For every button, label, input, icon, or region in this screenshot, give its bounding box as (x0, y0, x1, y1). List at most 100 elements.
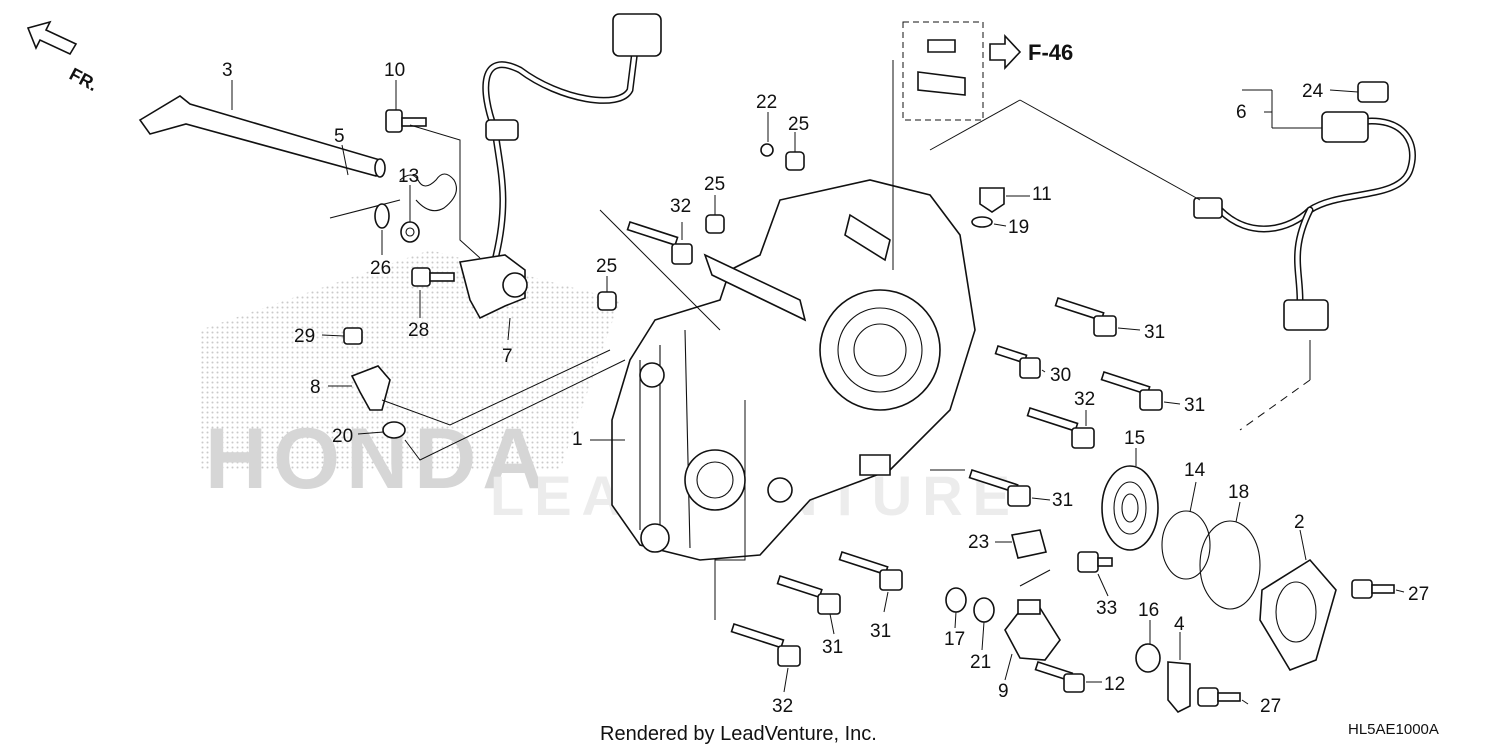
leader-lines (231, 60, 1405, 705)
harness-6-part (1193, 111, 1416, 331)
callout-25-middle: 25 (704, 174, 725, 195)
callout-27-lower: 27 (1260, 696, 1281, 717)
bolt-29-part (343, 327, 363, 345)
honda-watermark: HONDA (200, 250, 620, 507)
dowel-25-upper-part (785, 151, 805, 171)
callout-19: 19 (1008, 217, 1029, 238)
callout-25-lower: 25 (596, 256, 617, 277)
callout-23: 23 (968, 532, 989, 553)
circlip-14-part (1161, 510, 1211, 580)
reference-label: F-46 (1028, 40, 1073, 65)
callout-24: 24 (1302, 81, 1324, 102)
bolt-31-lower-left-part (776, 574, 841, 615)
front-direction-indicator: FR. (26, 20, 101, 95)
clip-23-part (1011, 529, 1047, 559)
callout-8: 8 (310, 377, 321, 398)
reference-bolt-icon (927, 39, 956, 53)
o-ring-21-part (973, 597, 995, 623)
reference-dashed-box (902, 21, 984, 121)
callout-33: 33 (1096, 598, 1117, 619)
callout-9: 9 (998, 681, 1009, 702)
callout-31-center: 31 (1052, 490, 1073, 511)
callout-10: 10 (384, 60, 405, 81)
bolt-31-right-middle-part (1100, 370, 1163, 411)
callout-32-right: 32 (1074, 389, 1095, 410)
callout-28: 28 (408, 320, 429, 341)
callout-32-lower: 32 (772, 696, 793, 717)
bolt-27-upper-part (1351, 579, 1395, 599)
footer-credit: Rendered by LeadVenture, Inc. (600, 723, 877, 745)
reference-bracket-icon (917, 71, 966, 96)
callout-29: 29 (294, 326, 315, 347)
callout-30: 30 (1050, 365, 1071, 386)
callout-1: 1 (572, 429, 583, 450)
return-spring-part (329, 173, 457, 219)
bolt-30-part (994, 344, 1041, 379)
callout-31-lower-left: 31 (822, 637, 843, 658)
callout-7: 7 (502, 346, 513, 367)
bolt-33-part (1077, 551, 1113, 573)
o-ring-19-part (971, 216, 993, 228)
callout-20: 20 (332, 426, 353, 447)
washer-13-part (400, 221, 420, 243)
circlip-26-part (374, 203, 390, 229)
callout-22: 22 (756, 92, 777, 113)
callout-16: 16 (1138, 600, 1159, 621)
callout-26: 26 (370, 258, 391, 279)
callout-31-middle: 31 (1184, 395, 1205, 416)
callout-12: 12 (1104, 674, 1125, 695)
dowel-25-lower-part (597, 291, 617, 311)
washer-22-part (760, 143, 774, 157)
callout-6: 6 (1236, 102, 1247, 123)
callout-18: 18 (1228, 482, 1249, 503)
plug-11-part (979, 187, 1005, 213)
reference-arrow-icon (989, 33, 1022, 71)
bolt-28-part (411, 267, 455, 287)
bolt-32-lower-part (730, 622, 801, 667)
bracket-4-part (1167, 661, 1191, 713)
transmission-case-part (611, 179, 976, 561)
shift-spindle-part (138, 95, 386, 178)
bolt-10-part (385, 109, 427, 133)
callout-11: 11 (1032, 184, 1052, 205)
callout-5: 5 (334, 126, 345, 147)
callout-4: 4 (1174, 614, 1185, 635)
callout-2: 2 (1294, 512, 1305, 533)
harness-6-lower-connector-icon (1283, 299, 1329, 331)
bolt-31-right-upper-part (1054, 296, 1117, 337)
callout-32-upper: 32 (670, 196, 691, 217)
bolt-31-center-part (968, 468, 1031, 507)
front-arrow-icon (26, 20, 78, 56)
case-lower-bore (684, 449, 746, 511)
sensor-7-connector-icon (612, 13, 662, 57)
diagram-code: HL5AE1000A (1348, 721, 1439, 738)
front-direction-label: FR. (66, 64, 101, 95)
callout-13: 13 (398, 166, 419, 187)
bolt-27-lower-part (1197, 687, 1241, 707)
bearing-15-part (1101, 465, 1159, 551)
clip-24-part (1357, 81, 1389, 103)
sensor-8-part (350, 365, 391, 411)
o-ring-18-part (1199, 520, 1261, 610)
gasket-2-part (1259, 558, 1337, 671)
sensor-7-part (459, 13, 662, 320)
washer-17-part (945, 587, 967, 613)
callout-labels: 1 2 3 4 5 6 7 8 9 10 11 12 13 14 15 16 1… (222, 60, 1429, 717)
callout-27-upper: 27 (1408, 584, 1429, 605)
callout-17: 17 (944, 629, 965, 650)
callout-31-lower-right: 31 (870, 621, 891, 642)
dowel-25-middle-part (705, 214, 725, 234)
callout-14: 14 (1184, 460, 1206, 481)
seal-16-part (1135, 643, 1161, 673)
harness-6-left-connector-icon (1193, 197, 1223, 219)
bolt-31-lower-right-part (838, 550, 903, 591)
reference-group: F-46 (902, 21, 1073, 121)
bolt-32-upper-part (626, 220, 693, 265)
callout-15: 15 (1124, 428, 1145, 449)
callout-25-upper: 25 (788, 114, 809, 135)
callout-3: 3 (222, 60, 233, 81)
bolt-12-part (1034, 660, 1085, 693)
o-ring-20-part (382, 421, 406, 439)
harness-6-upper-connector-icon (1321, 111, 1369, 143)
